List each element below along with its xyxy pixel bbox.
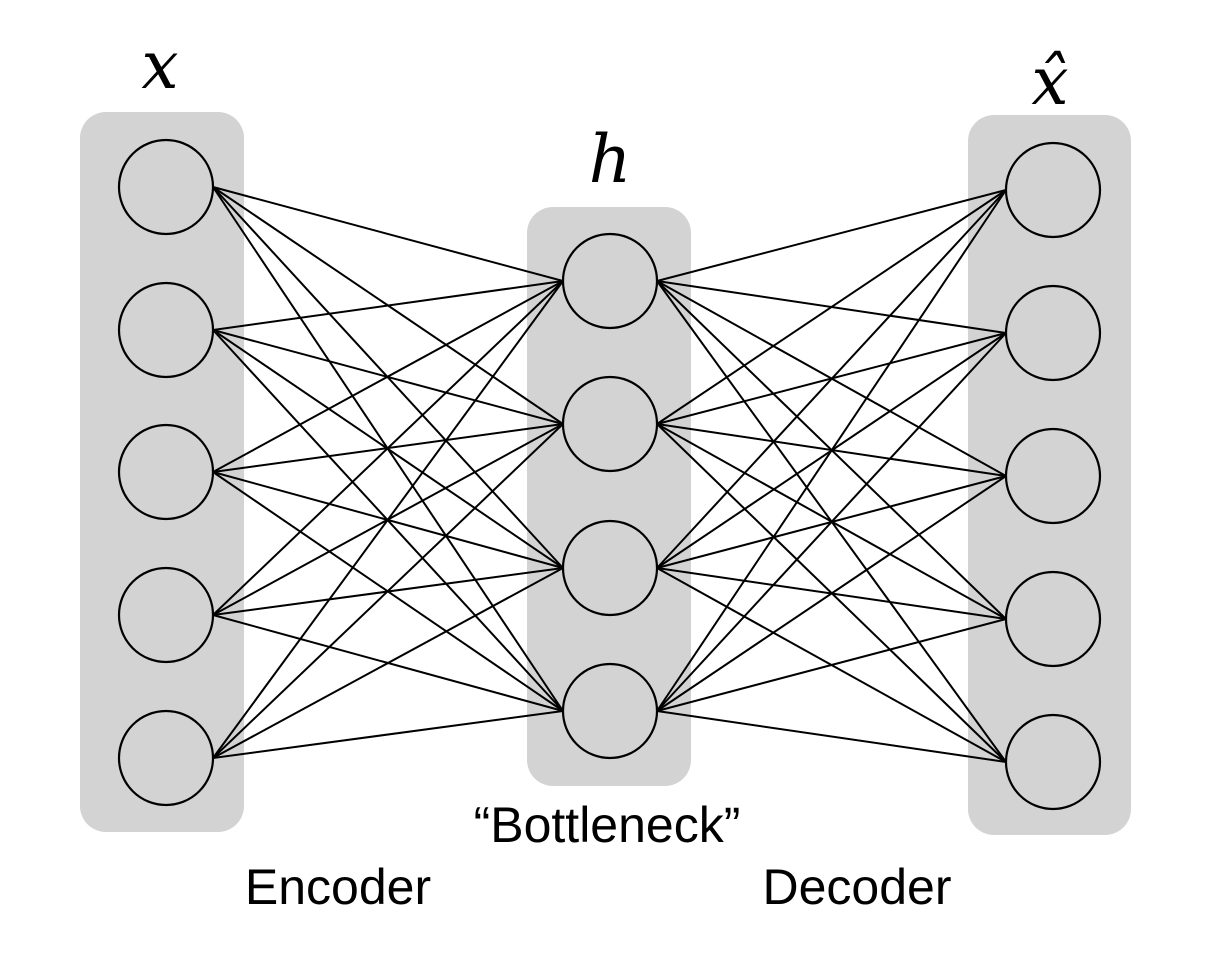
connection-bottleneck-1-to-output-1 bbox=[656, 189, 1007, 282]
input-neuron-1 bbox=[117, 138, 215, 236]
connection-bottleneck-2-to-output-1 bbox=[656, 189, 1007, 425]
bottleneck-neuron-2 bbox=[561, 375, 659, 473]
connection-input-4-to-bottleneck-1 bbox=[212, 280, 564, 616]
connection-bottleneck-4-to-output-3 bbox=[656, 475, 1007, 712]
connection-bottleneck-4-to-output-2 bbox=[656, 332, 1007, 712]
decoder-caption: Decoder bbox=[763, 859, 952, 915]
connection-bottleneck-4-to-output-5 bbox=[656, 710, 1007, 763]
connection-input-1-to-bottleneck-1 bbox=[212, 186, 564, 282]
connection-input-5-to-bottleneck-1 bbox=[212, 280, 564, 759]
output-neuron-1 bbox=[1004, 141, 1102, 239]
connection-bottleneck-3-to-output-1 bbox=[656, 189, 1007, 569]
input-layer-label: x bbox=[141, 27, 178, 104]
encoder-caption: Encoder bbox=[245, 859, 431, 915]
output-layer-label: x̂ bbox=[1031, 43, 1068, 120]
input-neuron-5 bbox=[117, 709, 215, 807]
connection-lines bbox=[212, 186, 1007, 763]
output-neuron-4 bbox=[1004, 570, 1102, 668]
connection-input-2-to-bottleneck-1 bbox=[212, 280, 564, 331]
neurons bbox=[117, 138, 1102, 811]
connection-input-5-to-bottleneck-4 bbox=[212, 710, 564, 759]
output-neuron-5 bbox=[1004, 713, 1102, 811]
input-neuron-4 bbox=[117, 566, 215, 664]
bottleneck-neuron-3 bbox=[561, 519, 659, 617]
bottleneck-neuron-1 bbox=[561, 232, 659, 330]
connection-input-5-to-bottleneck-3 bbox=[212, 567, 564, 759]
output-neuron-3 bbox=[1004, 427, 1102, 525]
connection-bottleneck-4-to-output-4 bbox=[656, 618, 1007, 712]
bottleneck-caption: “Bottleneck” bbox=[474, 797, 741, 853]
input-neuron-2 bbox=[117, 281, 215, 379]
output-neuron-2 bbox=[1004, 284, 1102, 382]
connection-input-5-to-bottleneck-2 bbox=[212, 423, 564, 759]
input-neuron-3 bbox=[117, 423, 215, 521]
bottleneck-neuron-4 bbox=[561, 662, 659, 760]
bottleneck-layer-label: h bbox=[589, 121, 632, 198]
bottleneck-layer-box bbox=[527, 207, 691, 786]
connection-input-3-to-bottleneck-1 bbox=[212, 280, 564, 473]
connection-bottleneck-4-to-output-1 bbox=[656, 189, 1007, 712]
